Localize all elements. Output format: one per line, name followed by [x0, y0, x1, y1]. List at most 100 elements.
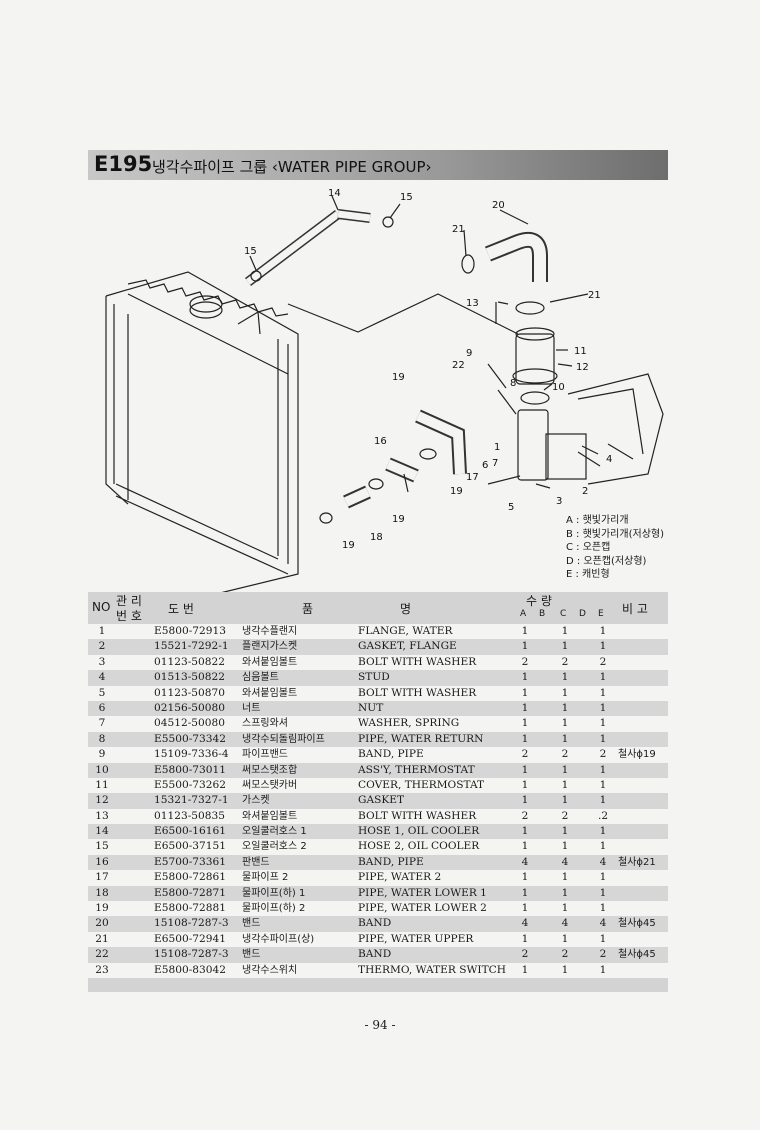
qty-e: 1: [599, 717, 607, 730]
row-number: 22: [95, 948, 109, 961]
part-name-korean: 오일쿨러호스 1: [242, 826, 307, 838]
qty-a: 1: [521, 686, 529, 699]
row-number: 2: [98, 640, 106, 653]
part-name-english: PIPE, WATER 2: [358, 871, 442, 884]
row-number: 8: [98, 732, 106, 745]
part-number: E5800-83042: [154, 963, 226, 976]
part-number: E5800-73011: [154, 763, 226, 776]
callout-9: 9: [466, 348, 472, 359]
qty-c: 1: [561, 732, 569, 745]
section-title-bar: [88, 150, 668, 180]
part-name-korean: 밴드: [242, 918, 261, 930]
row-number: 6: [98, 701, 106, 714]
part-name-korean: 와셔붙임볼트: [242, 656, 298, 668]
row-number: 17: [95, 871, 109, 884]
row-number: 10: [95, 763, 109, 776]
row-number: 3: [98, 655, 106, 668]
part-number: 15521-7292-1: [154, 640, 229, 653]
part-number: 15108-7287-3: [154, 948, 229, 961]
part-name-english: BOLT WITH WASHER: [358, 809, 477, 822]
qty-c: 1: [561, 825, 569, 838]
part-number: 04512-50080: [154, 717, 225, 730]
qty-a: 1: [521, 840, 529, 853]
legend-d: D : 오픈캡(저상형): [566, 555, 647, 567]
variant-legend: A : 햇빛가리개 B : 햇빛가리개(저상형) C : 오픈캡 D : 오픈캡…: [566, 514, 664, 582]
header-remark: 비 고: [622, 602, 648, 616]
callout-19-lower: 19: [392, 514, 405, 525]
qty-c: 1: [561, 640, 569, 653]
part-name-korean: 냉각수스위치: [242, 964, 298, 976]
remark: 철사ϕ19: [618, 749, 656, 761]
qty-c: 1: [561, 671, 569, 684]
part-name-korean: 와셔붙임볼트: [242, 687, 298, 699]
qty-a: 1: [521, 732, 529, 745]
part-name-korean: 스프링와셔: [242, 718, 288, 730]
qty-a: 1: [521, 825, 529, 838]
part-name-english: GASKET: [358, 794, 405, 807]
qty-a: 1: [521, 763, 529, 776]
part-number: E6500-72941: [154, 932, 226, 945]
callout-20: 20: [492, 200, 505, 211]
part-name-english: FLANGE, WATER: [358, 625, 453, 637]
callout-10: 10: [552, 382, 565, 393]
part-name-korean: 심음볼트: [242, 672, 279, 684]
row-number: 4: [98, 671, 106, 684]
qty-c: 2: [561, 655, 569, 668]
callout-4: 4: [606, 454, 612, 465]
row-number: 12: [95, 794, 109, 807]
qty-a: 2: [521, 748, 529, 761]
qty-a: 1: [521, 932, 529, 945]
part-number: E6500-16161: [154, 825, 226, 838]
qty-a: 1: [521, 963, 529, 976]
qty-e: 1: [599, 825, 607, 838]
part-number: E5800-72871: [154, 886, 226, 899]
page-number: - 94 -: [364, 1018, 396, 1032]
qty-e: 1: [599, 963, 607, 976]
qty-c: 1: [561, 902, 569, 915]
qty-e: 1: [599, 701, 607, 714]
callout-18: 18: [370, 532, 383, 543]
qty-c: 1: [561, 871, 569, 884]
qty-c: 1: [561, 763, 569, 776]
part-number: E5800-72861: [154, 871, 226, 884]
legend-b: B : 햇빛가리개(저상형): [566, 528, 664, 540]
qty-a: 1: [521, 701, 529, 714]
header-qty-a: A: [520, 609, 527, 619]
callout-15-left: 15: [244, 246, 257, 257]
qty-a: 1: [521, 640, 529, 653]
callout-19-bottom: 19: [342, 540, 355, 551]
part-name-korean: 밴드: [242, 949, 261, 961]
qty-c: 1: [561, 701, 569, 714]
callout-19-mid: 19: [450, 486, 463, 497]
row-number: 14: [95, 825, 109, 838]
qty-e: 1: [599, 840, 607, 853]
header-qty-c: C: [560, 609, 567, 619]
part-name-korean: 가스켓: [242, 795, 270, 807]
qty-c: 1: [561, 717, 569, 730]
qty-a: 1: [521, 625, 529, 637]
callout-7: 7: [492, 458, 498, 469]
header-mgmt-1: 관 리: [116, 594, 142, 608]
part-name-korean: 파이프밴드: [242, 749, 288, 761]
row-number: 21: [95, 932, 109, 945]
qty-a: 1: [521, 671, 529, 684]
qty-a: 1: [521, 717, 529, 730]
part-name-korean: 오일쿨러호스 2: [242, 841, 307, 853]
part-name-korean: 와셔붙임볼트: [242, 810, 298, 822]
qty-e: 4: [599, 855, 607, 868]
qty-c: 1: [561, 625, 569, 637]
qty-e: 1: [599, 886, 607, 899]
qty-e: 1: [599, 640, 607, 653]
part-name-korean: 냉각수플랜지: [242, 626, 298, 637]
callout-22: 22: [452, 360, 465, 371]
